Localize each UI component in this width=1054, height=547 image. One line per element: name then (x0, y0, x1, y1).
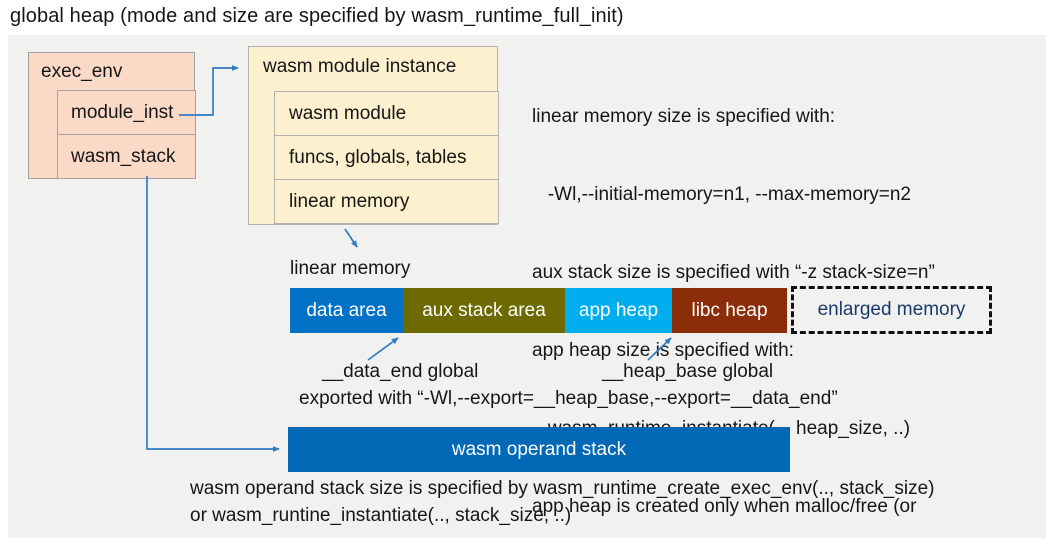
diagram-title: global heap (mode and size are specified… (10, 5, 624, 27)
segment-libc-heap-label: libc heap (691, 299, 768, 321)
segment-aux-stack-area: aux stack area (403, 288, 565, 333)
module-inst-label: module_inst (71, 101, 174, 123)
module-instance-row-linear-memory: linear memory (274, 179, 499, 224)
segment-app-heap: app heap (565, 288, 672, 333)
exec-env-box: exec_env module_inst wasm_stack (28, 52, 196, 179)
linear-memory-bar-title: linear memory (290, 258, 411, 279)
note-line: app heap size is specified with: (532, 340, 794, 361)
footer-note-line-1: wasm operand stack size is specified by … (190, 478, 935, 499)
note-line: app heap is created only when malloc/fre… (532, 496, 917, 517)
note-line: linear memory size is specified with: (532, 106, 836, 127)
wasm-operand-stack-bar: wasm operand stack (288, 427, 790, 472)
exec-env-header: exec_env (41, 61, 123, 82)
data-end-global-annotation: __data_end global (322, 361, 479, 382)
wasm-module-label: wasm module (289, 102, 407, 124)
note-line: aux stack size is specified with “-z sta… (532, 262, 935, 283)
module-instance-row-funcs-globals-tables: funcs, globals, tables (274, 135, 499, 180)
module-instance-row-wasm-module: wasm module (274, 91, 499, 136)
note-line: -Wl,--initial-memory=n1, --max-memory=n2 (532, 184, 911, 205)
wasm-module-instance-header: wasm module instance (263, 56, 457, 77)
segment-data-area: data area (290, 288, 403, 333)
exec-env-row-module-inst: module_inst (57, 90, 196, 135)
wasm-module-instance-box: wasm module instance wasm module funcs, … (248, 46, 499, 225)
footer-note-line-2: or wasm_runtine_instantiate(.., stack_si… (190, 505, 572, 526)
wasm-operand-stack-label: wasm operand stack (451, 438, 627, 460)
segment-data-area-label: data area (306, 299, 387, 321)
funcs-globals-tables-label: funcs, globals, tables (289, 146, 467, 168)
segment-aux-stack-area-label: aux stack area (422, 299, 546, 321)
wasm-stack-label: wasm_stack (71, 145, 176, 167)
segment-enlarged-memory-label: enlarged memory (817, 299, 966, 320)
export-flags-annotation: exported with “-Wl,--export=__heap_base,… (299, 388, 838, 409)
segment-libc-heap: libc heap (672, 288, 787, 333)
linear-memory-row-label: linear memory (289, 190, 410, 212)
exec-env-row-wasm-stack: wasm_stack (57, 134, 196, 179)
segment-enlarged-memory: enlarged memory (791, 286, 992, 334)
heap-base-global-annotation: __heap_base global (602, 361, 774, 382)
segment-app-heap-label: app heap (578, 299, 659, 321)
